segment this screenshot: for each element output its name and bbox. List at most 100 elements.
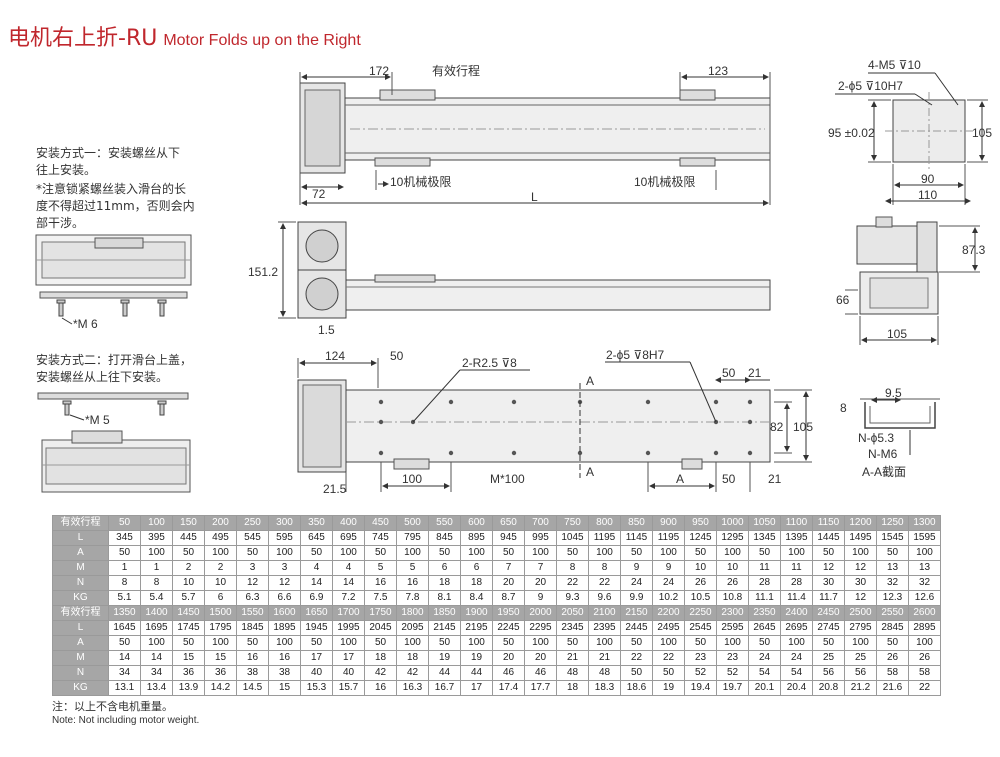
table-cell: 700 [524, 515, 557, 531]
table-cell: 4 [300, 560, 333, 576]
table-cell: 7 [492, 560, 525, 576]
dim-82: 82 [770, 420, 784, 434]
table-cell: 20.4 [780, 680, 813, 696]
table-cell: 21.2 [844, 680, 877, 696]
section-A-bottom: A [586, 465, 594, 479]
table-cell: 6.6 [268, 590, 301, 606]
table-cell: 100 [652, 545, 685, 561]
table-cell: 12.6 [908, 590, 941, 606]
dim-21-right: 21 [748, 366, 762, 380]
table-cell: 3 [236, 560, 269, 576]
table-cell: 4 [332, 560, 365, 576]
table-cell: 395 [140, 530, 173, 546]
dim-110: 110 [918, 188, 937, 202]
table-cell: 1395 [780, 530, 813, 546]
table-cell: 100 [652, 635, 685, 651]
dim-87-3: 87.3 [962, 243, 986, 257]
table-cell: 345 [108, 530, 141, 546]
limit-left: 10机械极限 [390, 174, 451, 189]
table-cell: 2195 [460, 620, 493, 636]
end-view: 4-M5 ⊽10 2-ϕ5 ⊽10H7 95 ±0.02 105 90 110 [828, 58, 992, 205]
table-cell: 50 [812, 545, 845, 561]
table-cell: 50 [236, 545, 269, 561]
table-cell: 14.2 [204, 680, 237, 696]
table-cell: 1495 [844, 530, 877, 546]
table-cell: 19.4 [684, 680, 717, 696]
table-cell: 350 [300, 515, 333, 531]
r25-label: 2-R2.5 ⊽8 [462, 356, 517, 370]
install-caution: *注意锁紧螺丝装入滑台的长 度不得超过11mm，否则会内 部干涉。 [36, 181, 195, 232]
row-header: M [52, 650, 109, 666]
install-figure-1: *M 6 [35, 234, 192, 331]
table-cell: 56 [844, 665, 877, 681]
footnote-cn: 注：以上不含电机重量。 [52, 700, 173, 713]
limit-right: 10机械极限 [634, 174, 695, 189]
table-cell: 50 [620, 665, 653, 681]
table-cell: 100 [780, 545, 813, 561]
table-cell: 600 [460, 515, 493, 531]
table-cell: 100 [908, 635, 941, 651]
table-cell: 11.1 [748, 590, 781, 606]
dim-9-5: 9.5 [885, 386, 902, 400]
table-cell: 100 [524, 545, 557, 561]
table-cell: 14 [140, 650, 173, 666]
table-cell: 2400 [780, 605, 813, 621]
table-cell: 34 [108, 665, 141, 681]
table-cell: 2895 [908, 620, 941, 636]
table-cell: 100 [140, 635, 173, 651]
table-cell: 32 [908, 575, 941, 591]
table-cell: 2100 [588, 605, 621, 621]
table-cell: 23 [684, 650, 717, 666]
table-cell: 21.6 [876, 680, 909, 696]
bottom-view: 124 50 2-R2.5 ⊽8 2-ϕ5 ⊽8H7 A A 50 21 82 … [297, 348, 813, 496]
table-cell: 2350 [748, 605, 781, 621]
pin-label: 2-ϕ5 ⊽10H7 [838, 79, 903, 93]
table-cell: 30 [812, 575, 845, 591]
table-cell: 845 [428, 530, 461, 546]
dim-124: 124 [325, 349, 345, 363]
row-header: KG [52, 680, 109, 696]
table-cell: 6 [204, 590, 237, 606]
table-cell: 645 [300, 530, 333, 546]
dim-1-5: 1.5 [318, 323, 335, 337]
pin-holes-label: 2-ϕ5 ⊽8H7 [606, 348, 665, 362]
table-cell: 2745 [812, 620, 845, 636]
table-cell: 50 [748, 545, 781, 561]
table-cell: 1650 [300, 605, 333, 621]
table-cell: 100 [204, 635, 237, 651]
dim-90: 90 [921, 172, 935, 186]
install-method-1: 安装方式一：安装螺丝从下 往上安装。 [36, 145, 180, 179]
table-cell: 38 [268, 665, 301, 681]
table-cell: 6.3 [236, 590, 269, 606]
table-cell: 19 [460, 650, 493, 666]
table-cell: 17.7 [524, 680, 557, 696]
table-cell: 18 [460, 575, 493, 591]
dim-21-bottom: 21 [768, 472, 782, 486]
table-cell: 22 [588, 575, 621, 591]
table-cell: 2000 [524, 605, 557, 621]
table-cell: 1800 [396, 605, 429, 621]
table-cell: 42 [396, 665, 429, 681]
table-cell: 42 [364, 665, 397, 681]
table-cell: 100 [908, 545, 941, 561]
n-m6-label: N-M6 [868, 447, 898, 461]
table-cell: 25 [844, 650, 877, 666]
table-cell: 25 [812, 650, 845, 666]
table-cell: 2345 [556, 620, 589, 636]
table-cell: 46 [524, 665, 557, 681]
table-cell: 2600 [908, 605, 941, 621]
table-cell: 495 [204, 530, 237, 546]
dim-50-right: 50 [722, 366, 736, 380]
table-cell: 2150 [620, 605, 653, 621]
table-cell: 26 [684, 575, 717, 591]
table-cell: 2300 [716, 605, 749, 621]
table-cell: 100 [524, 635, 557, 651]
motor-end-view: 87.3 66 105 [836, 216, 986, 345]
table-cell: 52 [716, 665, 749, 681]
dim-66: 66 [836, 293, 850, 307]
table-cell: 3 [268, 560, 301, 576]
table-cell: 5.7 [172, 590, 205, 606]
table-cell: 40 [332, 665, 365, 681]
